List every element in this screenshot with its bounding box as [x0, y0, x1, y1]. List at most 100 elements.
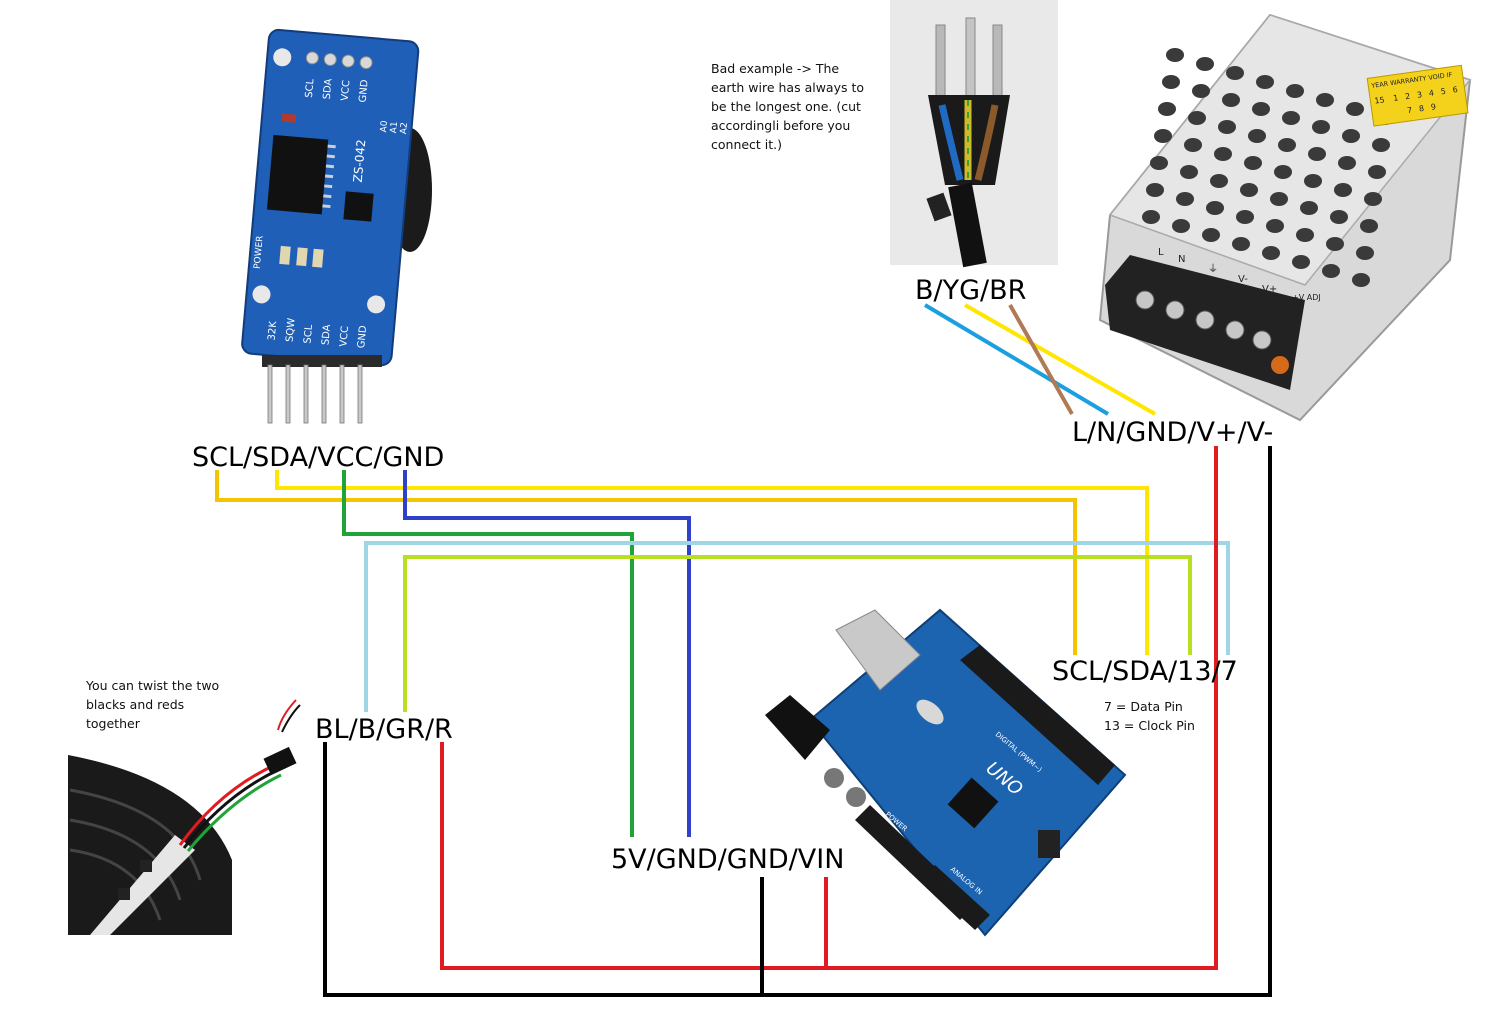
psu-vent-hole	[1232, 237, 1250, 251]
psu-vent-hole	[1330, 210, 1348, 224]
psu-terminal-label: N	[1178, 254, 1185, 265]
positive-supply-wire	[440, 446, 1218, 970]
rtc-top-pin-label: GND	[358, 79, 371, 103]
data-pin-7-wire	[364, 541, 1230, 712]
psu-vent-hole	[1252, 102, 1270, 116]
rtc-bottom-pin-label: VCC	[338, 326, 351, 348]
psu-vent-hole	[1206, 201, 1224, 215]
psu-terminal-label: ⏚	[1208, 263, 1218, 275]
psu-terminal-label: L	[1158, 247, 1164, 258]
pin-assignment-note: 7 = Data Pin 13 = Clock Pin	[1104, 699, 1195, 733]
psu-vent-hole	[1282, 111, 1300, 125]
psu-warranty-cell: 9	[1430, 102, 1436, 112]
psu-vent-hole	[1292, 255, 1310, 269]
psu-vent-hole	[1248, 129, 1266, 143]
psu-vent-hole	[1196, 57, 1214, 71]
signal-wires	[215, 446, 1272, 997]
led-strip-image	[68, 699, 301, 935]
psu-warranty-cell: 7	[1406, 106, 1412, 116]
rtc-bottom-pin-label: SCL	[302, 324, 315, 344]
psu-terminal-label: V-	[1238, 274, 1248, 285]
rtc-board-label: ZS-042	[351, 139, 369, 183]
psu-vent-hole	[1202, 228, 1220, 242]
psu-vent-hole	[1262, 246, 1280, 260]
psu-vent-hole	[1180, 165, 1198, 179]
psu-vent-hole	[1154, 129, 1172, 143]
psu-vent-hole	[1266, 219, 1284, 233]
strip-twist-note: You can twist the two blacks and reds to…	[86, 678, 220, 731]
psu-vent-hole	[1270, 192, 1288, 206]
psu-vent-hole	[1338, 156, 1356, 170]
mains-blue-wire	[923, 303, 1110, 416]
psu-vent-hole	[1158, 102, 1176, 116]
psu-vent-hole	[1236, 210, 1254, 224]
strip-wire-label: BL/B/GR/R	[315, 714, 453, 745]
psu-vent-hole	[1296, 228, 1314, 242]
psu-vent-hole	[1226, 66, 1244, 80]
psu-vent-hole	[1308, 147, 1326, 161]
rtc-module-image: SCL SDA VCC GND ZS-042 POWER A0 A1 A2	[241, 28, 432, 424]
rtc-pin-label: SCL/SDA/VCC/GND	[192, 442, 445, 473]
psu-vent-hole	[1192, 84, 1210, 98]
psu-vent-hole	[1300, 201, 1318, 215]
psu-warranty-cell: 2	[1405, 92, 1411, 102]
rtc-power-label: POWER	[253, 235, 266, 269]
psu-vent-hole	[1342, 129, 1360, 143]
rtc-top-pin-label: SCL	[304, 78, 317, 98]
psu-vent-hole	[1142, 210, 1160, 224]
psu-vent-hole	[1360, 219, 1378, 233]
psu-vent-hole	[1352, 273, 1370, 287]
psu-adj-label: +V ADJ	[1292, 293, 1321, 302]
psu-vent-hole	[1188, 111, 1206, 125]
psu-vent-hole	[1256, 75, 1274, 89]
psu-vent-hole	[1334, 183, 1352, 197]
psu-vent-hole	[1278, 138, 1296, 152]
rtc-address-label: A2	[399, 122, 410, 135]
psu-warranty-cell: 6	[1452, 85, 1458, 95]
psu-vent-hole	[1222, 93, 1240, 107]
psu-terminal-label: L/N/GND/V+/V-	[1072, 417, 1274, 448]
mains-wires	[923, 303, 1156, 416]
psu-warranty-cell: 15	[1374, 95, 1385, 105]
psu-warranty-cell: 3	[1416, 90, 1422, 100]
psu-vent-hole	[1214, 147, 1232, 161]
sda-wire	[275, 470, 1149, 655]
psu-vent-holes	[1142, 48, 1394, 287]
plug-wire-label: B/YG/BR	[915, 275, 1027, 306]
rtc-bottom-pin-label: GND	[356, 325, 369, 349]
mains-plug-image	[890, 0, 1058, 268]
psu-vent-hole	[1176, 192, 1194, 206]
psu-vent-hole	[1218, 120, 1236, 134]
psu-vent-hole	[1304, 174, 1322, 188]
mains-brown-wire	[1008, 304, 1074, 415]
psu-vent-hole	[1210, 174, 1228, 188]
clock-pin-13-wire	[403, 555, 1192, 712]
psu-warranty-cell: 8	[1418, 104, 1424, 114]
psu-vent-hole	[1326, 237, 1344, 251]
psu-vent-hole	[1172, 219, 1190, 233]
mains-yellow-wire	[964, 303, 1156, 416]
psu-vent-hole	[1322, 264, 1340, 278]
psu-vent-hole	[1146, 183, 1164, 197]
power-supply-image: L N ⏚ V- V+ +V ADJ YEAR WARRANTY VOID IF…	[1098, 13, 1472, 422]
vcc-5v-wire	[342, 470, 634, 837]
gnd-wire	[403, 470, 691, 837]
rtc-bottom-pin-label: SDA	[320, 324, 333, 346]
arduino-uno-image: UNO DIGITAL (PWM~) POWER ANALOG IN	[765, 608, 1127, 937]
rtc-address-label: A1	[389, 121, 400, 134]
rtc-address-label: A0	[379, 120, 390, 133]
arduino-power-pin-label: 5V/GND/GND/VIN	[611, 844, 845, 875]
psu-warranty-cell: 1	[1393, 93, 1399, 103]
rtc-top-pin-label: SDA	[322, 78, 335, 100]
psu-vent-hole	[1312, 120, 1330, 134]
psu-vent-hole	[1166, 48, 1184, 62]
arduino-signal-pin-label: SCL/SDA/13/7	[1052, 656, 1238, 687]
psu-vent-hole	[1316, 93, 1334, 107]
psu-vent-hole	[1150, 156, 1168, 170]
negative-supply-wire	[323, 446, 1272, 997]
psu-terminal-label: V+	[1262, 284, 1277, 295]
psu-vent-hole	[1286, 84, 1304, 98]
psu-vent-hole	[1184, 138, 1202, 152]
psu-warranty-cell: 4	[1428, 88, 1434, 98]
